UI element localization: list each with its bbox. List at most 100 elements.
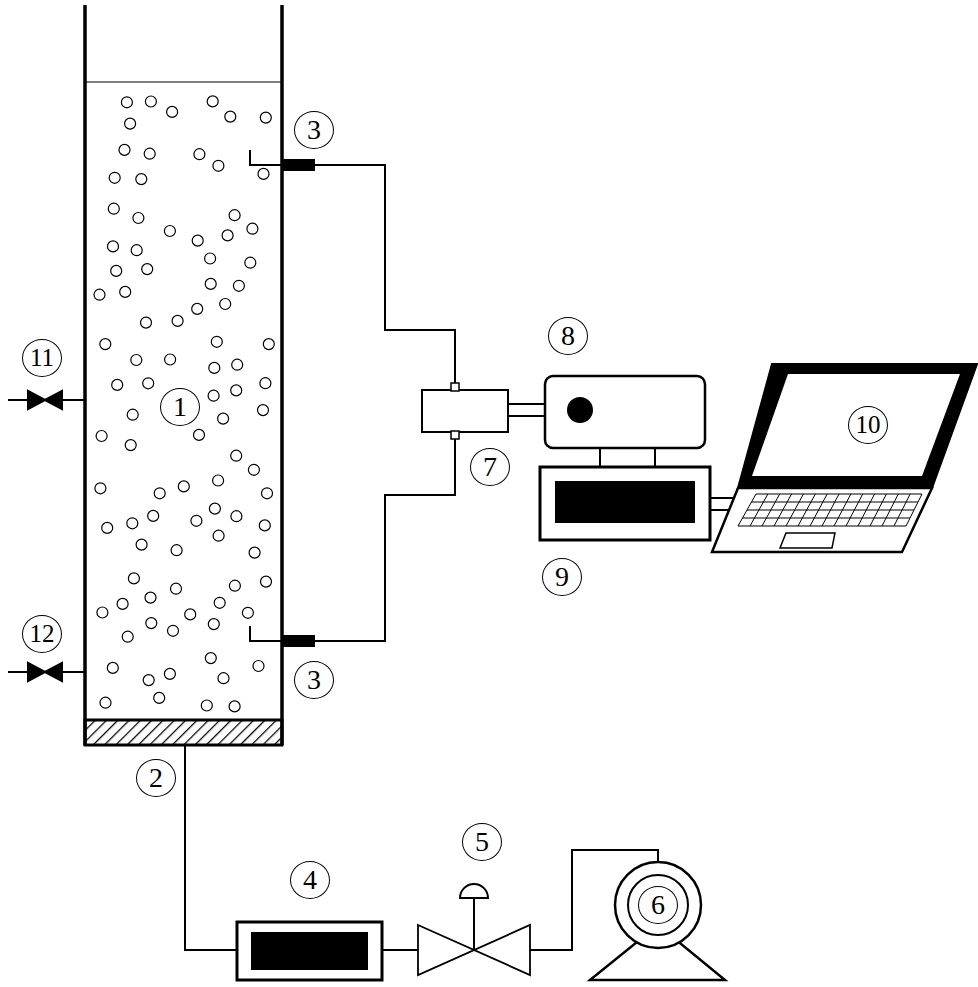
- bubble: [191, 515, 202, 526]
- bubble: [207, 96, 218, 107]
- callout-number: 4: [290, 861, 330, 899]
- bubble: [185, 609, 196, 620]
- callout-number: 5: [462, 823, 502, 861]
- bubble: [205, 653, 216, 664]
- bubble: [205, 278, 216, 289]
- bubble: [260, 112, 271, 123]
- callout-number: 1: [160, 388, 200, 426]
- bubble: [117, 598, 128, 609]
- bubble: [168, 625, 179, 636]
- bubble: [209, 503, 220, 514]
- bubble: [122, 631, 133, 642]
- bubble: [231, 511, 242, 522]
- bubble: [192, 303, 203, 314]
- bubble: [125, 440, 136, 451]
- bubble: [112, 379, 123, 390]
- bubble: [172, 315, 183, 326]
- bubble: [171, 545, 182, 556]
- callout-number: 6: [638, 886, 678, 924]
- bubble: [229, 210, 240, 221]
- bubble: [167, 106, 178, 117]
- callout-number: 8: [548, 317, 588, 355]
- bubble: [218, 413, 229, 424]
- bubble: [248, 464, 259, 475]
- bubble: [111, 265, 122, 276]
- bubble: [208, 619, 219, 630]
- bubble: [154, 488, 165, 499]
- bubble: [146, 618, 157, 629]
- bubble: [192, 235, 203, 246]
- bubble: [108, 241, 119, 252]
- bubble: [133, 213, 144, 224]
- bubble: [205, 253, 216, 264]
- bubble: [131, 245, 142, 256]
- callout-number: 11: [22, 339, 62, 377]
- bubble: [100, 339, 111, 350]
- bubble: [100, 697, 111, 708]
- bubble: [119, 144, 130, 155]
- bubble: [142, 264, 153, 275]
- bubble: [229, 580, 240, 591]
- bubble: [148, 510, 159, 521]
- bubble: [109, 172, 120, 183]
- bubble: [245, 257, 256, 268]
- bubble: [213, 530, 224, 541]
- bubble: [225, 111, 236, 122]
- bubble: [165, 354, 176, 365]
- bubble: [220, 299, 231, 310]
- bubble: [259, 520, 270, 531]
- bubble: [144, 148, 155, 159]
- callout-number: 7: [470, 448, 510, 486]
- bubble: [127, 409, 138, 420]
- bubble: [194, 429, 205, 440]
- bubble: [164, 668, 175, 679]
- bubble: [178, 481, 189, 492]
- bubble: [263, 339, 274, 350]
- callout-number: 9: [542, 558, 582, 596]
- bubble: [127, 518, 138, 529]
- bubble: [218, 673, 229, 684]
- bubble: [164, 226, 175, 237]
- callout-number: 3: [294, 111, 334, 149]
- bubble: [96, 431, 107, 442]
- callout-number: 2: [136, 759, 176, 797]
- bubble: [145, 96, 156, 107]
- callout-number: 3: [294, 661, 334, 699]
- bubble: [108, 203, 119, 214]
- bubble: [258, 168, 269, 179]
- bubble: [154, 692, 165, 703]
- bubble: [232, 359, 243, 370]
- bubble: [171, 583, 182, 594]
- bubble: [136, 539, 147, 550]
- bubble: [231, 450, 242, 461]
- bubble: [120, 286, 131, 297]
- bubble: [107, 662, 118, 673]
- bubble: [262, 488, 273, 499]
- bubble: [222, 230, 233, 241]
- bubble: [145, 592, 156, 603]
- bubble: [261, 576, 272, 587]
- bubble: [125, 118, 136, 129]
- bubble: [233, 280, 244, 291]
- bubble: [128, 573, 139, 584]
- callout-number: 10: [848, 406, 888, 444]
- bubble: [131, 355, 142, 366]
- bubble: [121, 97, 132, 108]
- bubble: [102, 522, 113, 533]
- bubble: [211, 336, 222, 347]
- bubble: [214, 597, 225, 608]
- callout-number: 12: [22, 615, 62, 653]
- bubble: [249, 547, 260, 558]
- bubble: [253, 661, 264, 672]
- bubble: [242, 607, 253, 618]
- bubble: [209, 362, 220, 373]
- bubble: [94, 289, 105, 300]
- bubble: [260, 378, 271, 389]
- bubble: [143, 675, 154, 686]
- bubble: [213, 160, 224, 171]
- bubble: [213, 475, 224, 486]
- bubble: [201, 700, 212, 711]
- bubble: [143, 378, 154, 389]
- bubble: [97, 607, 108, 618]
- bubble: [258, 405, 269, 416]
